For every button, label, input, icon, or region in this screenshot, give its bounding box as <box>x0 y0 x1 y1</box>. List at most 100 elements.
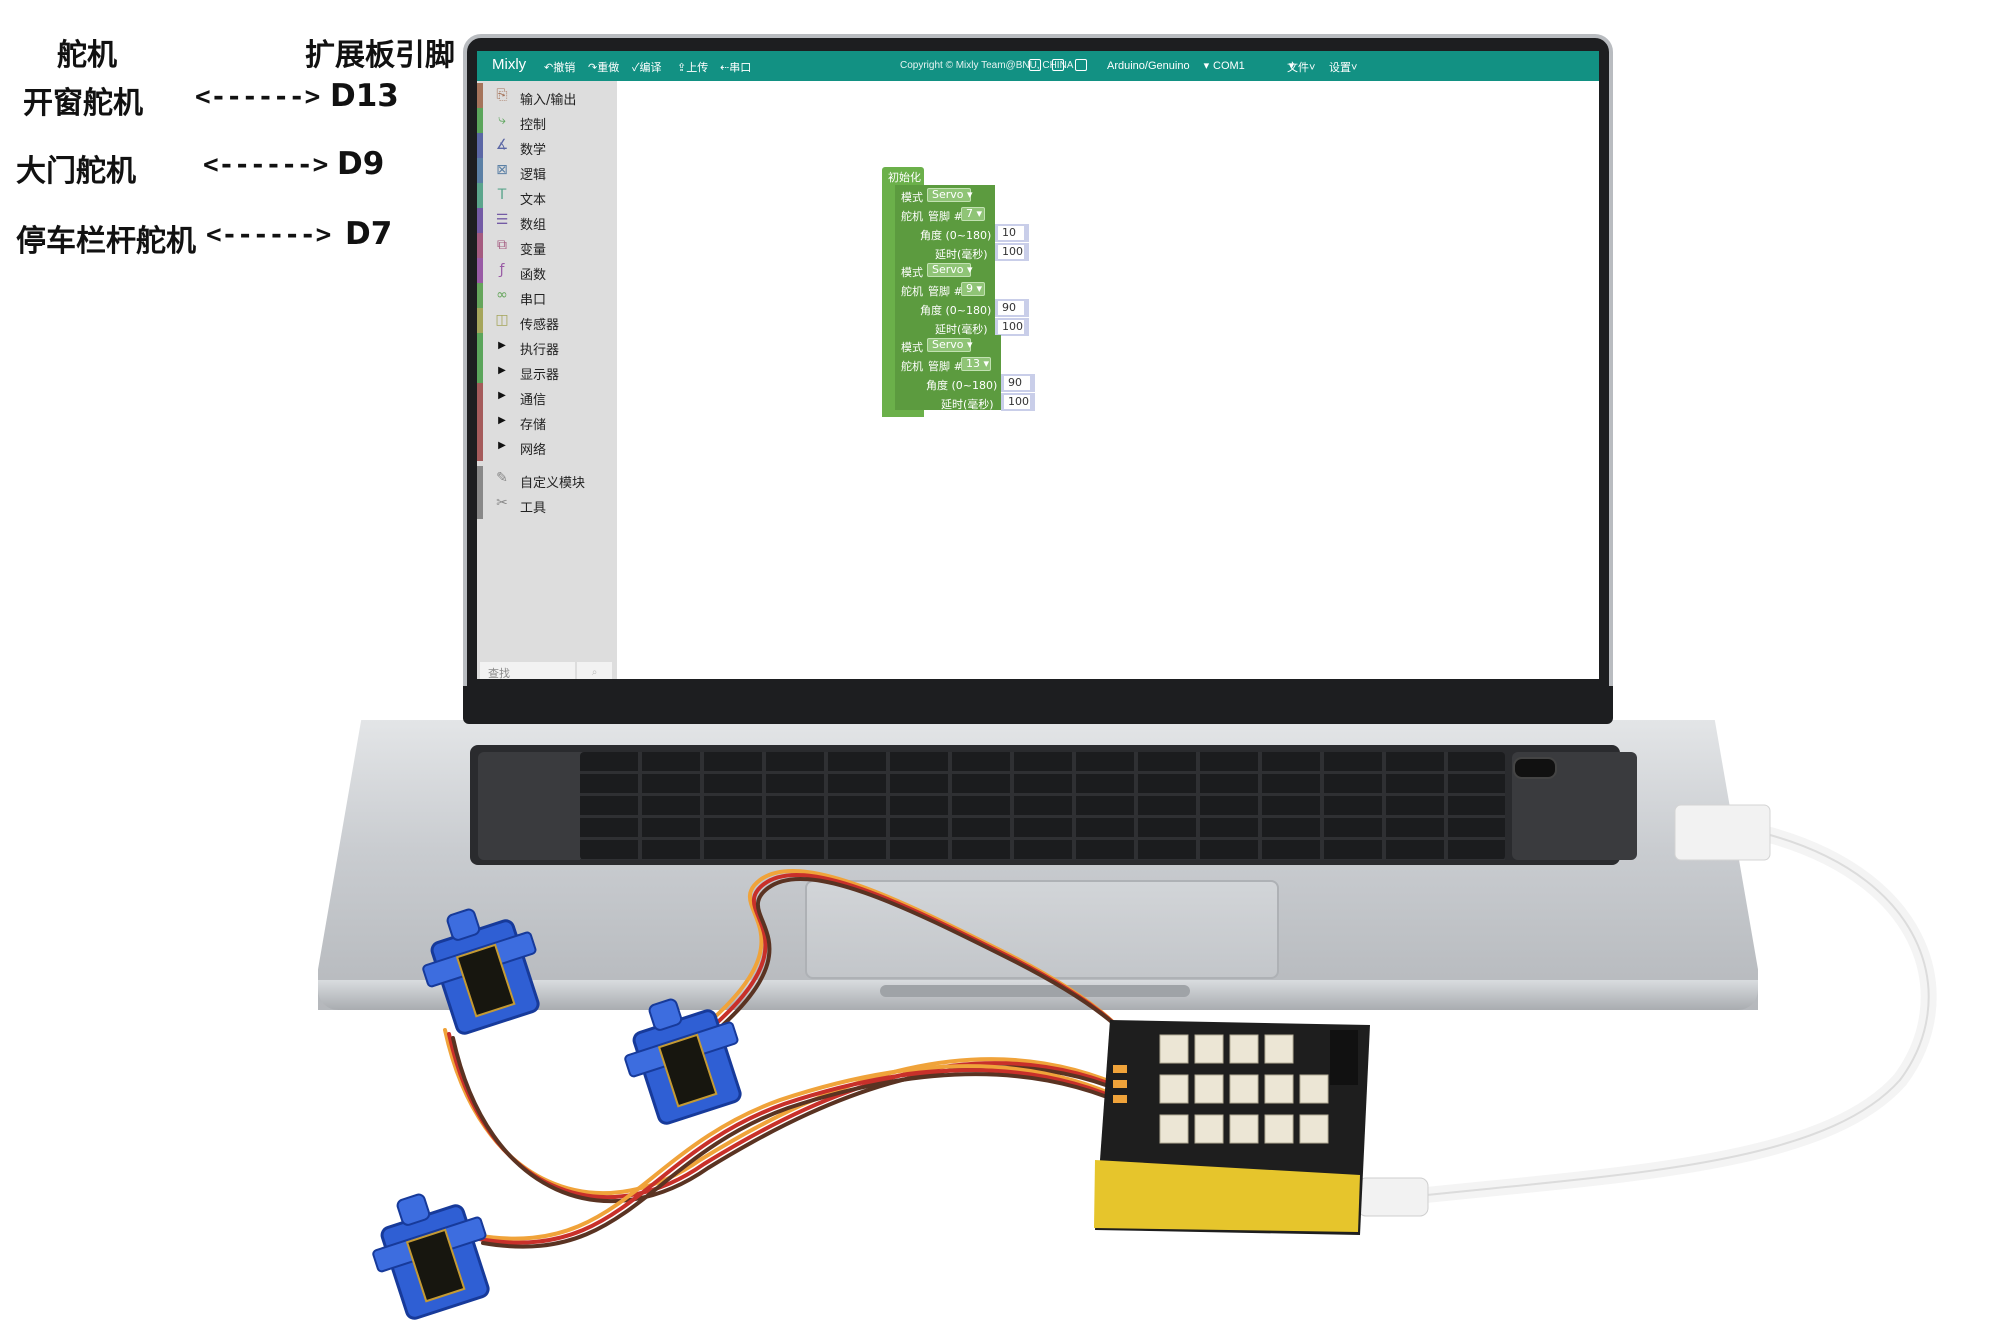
toolbox-category-control[interactable]: ⤷ 控制 <box>477 108 617 136</box>
toolbox-search-input[interactable]: 查找 <box>480 662 575 679</box>
servo-wires <box>443 869 1140 1249</box>
delay-input-block[interactable]: 100 <box>995 318 1029 336</box>
toolbox-category-logic[interactable]: ⊠ 逻辑 <box>477 158 617 186</box>
settings-menu[interactable]: 设置˅ <box>1329 62 1358 74</box>
sensor-icon: ◫ <box>495 312 509 328</box>
toolbox-sidebar: ⎘ 输入/输出 ⤷ 控制 ∡ 数学 ⊠ 逻辑 T 文本 ☰ 数组 <box>477 81 617 679</box>
layout-icon[interactable] <box>1029 59 1041 71</box>
mode-dropdown[interactable]: Servo ▾ <box>927 338 973 352</box>
function-icon: ƒ <box>499 262 505 278</box>
mode-label: 模式 <box>901 266 923 279</box>
legend-row-name: 大门舵机 <box>16 154 136 189</box>
category-color-bar <box>477 133 483 161</box>
tools-icon: ✂ <box>496 495 508 511</box>
toolbox-category-display[interactable]: ▶ 显示器 <box>477 358 617 386</box>
app-brand[interactable]: Mixly <box>492 56 527 73</box>
delay-value[interactable]: 100 <box>998 320 1024 334</box>
angle-value[interactable]: 90 <box>1004 376 1030 390</box>
usb-icon: ⇠ <box>720 62 730 74</box>
port-select[interactable]: COM1▾ <box>1213 60 1295 72</box>
pin-dropdown[interactable]: 9 ▾ <box>961 282 985 296</box>
mode-dropdown[interactable]: Servo ▾ <box>927 263 973 277</box>
chevron-down-icon: ▾ <box>967 188 973 201</box>
legend-row-name: 开窗舵机 <box>23 86 143 121</box>
legend-row-pin: D9 <box>337 146 385 182</box>
laptop-screen: Mixly ↶撤销 ↷重做 ✓编译 ⇪上传 ⇠串口 Copyright © Mi… <box>477 51 1599 679</box>
category-color-bar <box>477 408 483 436</box>
category-color-bar <box>477 283 483 311</box>
category-label: 数学 <box>520 143 547 158</box>
pin-label: 管脚 # <box>928 360 963 373</box>
setup-block-header[interactable] <box>882 167 924 185</box>
toolbox-category-function[interactable]: ƒ 函数 <box>477 258 617 286</box>
delay-value[interactable]: 100 <box>1004 395 1030 409</box>
wiring-legend: 舵机 扩展板引脚 开窗舵机 <------> D13 大门舵机 <------>… <box>0 0 470 260</box>
file-menu[interactable]: 文件˅ <box>1287 62 1316 74</box>
pin-dropdown[interactable]: 7 ▾ <box>961 207 985 221</box>
delay-input-block[interactable]: 100 <box>1001 393 1035 411</box>
angle-input-block[interactable]: 10 <box>995 224 1029 242</box>
category-label: 通信 <box>520 393 547 408</box>
code-view-icon[interactable] <box>1075 59 1087 71</box>
category-label: 自定义模块 <box>520 476 586 491</box>
servo-motor <box>372 1193 490 1320</box>
category-label: 控制 <box>520 118 547 133</box>
angle-input-block[interactable]: 90 <box>995 299 1029 317</box>
toolbox-category-variable[interactable]: ⧉ 变量 <box>477 233 617 261</box>
category-color-bar <box>477 491 483 519</box>
delay-label: 延时(毫秒) <box>941 398 994 411</box>
expand-arrow-icon: ▶ <box>498 415 506 426</box>
toolbox-category-actuator[interactable]: ▶ 执行器 <box>477 333 617 361</box>
toolbox-category-communication[interactable]: ▶ 通信 <box>477 383 617 411</box>
toolbox-category-network[interactable]: ▶ 网络 <box>477 433 617 461</box>
delay-value[interactable]: 100 <box>998 245 1024 259</box>
expansion-board <box>1094 1020 1370 1235</box>
category-color-bar <box>477 308 483 336</box>
category-color-bar <box>477 258 483 286</box>
category-label: 传感器 <box>520 318 560 333</box>
pin-dropdown[interactable]: 13 ▾ <box>961 357 991 371</box>
servo-motor <box>624 998 742 1125</box>
split-view-icon[interactable] <box>1052 59 1064 71</box>
chevron-down-icon: ▾ <box>967 338 973 351</box>
angle-input-block[interactable]: 90 <box>1001 374 1035 392</box>
category-label: 工具 <box>520 501 547 516</box>
toolbox-category-io[interactable]: ⎘ 输入/输出 <box>477 83 617 111</box>
legend-row-name: 停车栏杆舵机 <box>16 224 196 259</box>
undo-button[interactable]: ↶撤销 <box>544 62 576 74</box>
category-label: 逻辑 <box>520 168 547 183</box>
chevron-down-icon: ▾ <box>976 282 983 295</box>
usb-plug <box>1674 804 1771 861</box>
compile-button[interactable]: ✓编译 <box>632 62 662 74</box>
toolbox-category-array[interactable]: ☰ 数组 <box>477 208 617 236</box>
toolbox-category-math[interactable]: ∡ 数学 <box>477 133 617 161</box>
redo-button[interactable]: ↷重做 <box>588 62 620 74</box>
board-select[interactable]: Arduino/Genuino▾ <box>1107 60 1210 72</box>
math-icon: ∡ <box>495 137 509 153</box>
toolbox-category-storage[interactable]: ▶ 存储 <box>477 408 617 436</box>
chevron-down-icon: ▾ <box>983 357 990 370</box>
angle-value[interactable]: 10 <box>998 226 1024 240</box>
mode-dropdown[interactable]: Servo ▾ <box>927 188 973 202</box>
toolbox-category-serial[interactable]: ∞ 串口 <box>477 283 617 311</box>
block-workspace[interactable]: 初始化 模式 Servo ▾ 舵机 管脚 # 7 ▾ 角度 (0~180) 10… <box>617 81 1599 679</box>
pin-label: 管脚 # <box>928 285 963 298</box>
redo-icon: ↷ <box>588 62 598 74</box>
legend-row-arrow: <------> <box>206 220 332 250</box>
toolbox-category-sensor[interactable]: ◫ 传感器 <box>477 308 617 336</box>
delay-input-block[interactable]: 100 <box>995 243 1029 261</box>
toolbox-category-custom-module[interactable]: ✎ 自定义模块 <box>477 466 617 494</box>
search-icon[interactable]: ⌕ <box>577 662 612 679</box>
category-label: 网络 <box>520 443 547 458</box>
upload-button[interactable]: ⇪上传 <box>677 62 709 74</box>
serial-button[interactable]: ⇠串口 <box>720 62 752 74</box>
category-label: 存储 <box>520 418 547 433</box>
angle-value[interactable]: 90 <box>998 301 1024 315</box>
toolbox-category-tools[interactable]: ✂ 工具 <box>477 491 617 519</box>
toolbox-category-text[interactable]: T 文本 <box>477 183 617 211</box>
legend-row-pin: D13 <box>330 78 399 114</box>
setup-block-body[interactable] <box>882 185 896 417</box>
app-toolbar: Mixly ↶撤销 ↷重做 ✓编译 ⇪上传 ⇠串口 Copyright © Mi… <box>477 51 1599 81</box>
category-label: 数组 <box>520 218 547 233</box>
